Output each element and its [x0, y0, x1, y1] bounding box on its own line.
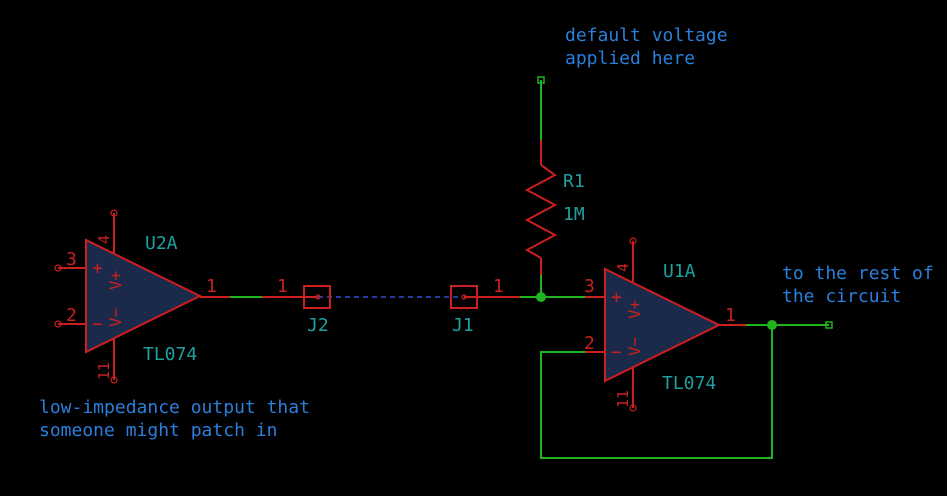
u2a-plus-sign: + [92, 258, 103, 279]
u2a-triangle [85, 238, 203, 354]
output-terminal[interactable] [825, 321, 833, 329]
note-rest-of-circuit-line1: to the rest of [782, 263, 934, 284]
r1-value: 1M [563, 204, 585, 225]
wires [230, 80, 829, 459]
u1a-pin2-number: 2 [584, 333, 595, 354]
opamp-u1a[interactable]: 3 2 1 4 11 + − V+ V− U1A TL074 [584, 237, 746, 412]
j2-pin-number: 1 [277, 276, 288, 297]
u2a-ref: U2A [145, 233, 178, 254]
jack-j1[interactable]: 1 J1 [450, 276, 520, 336]
u2a-pin1-number: 1 [206, 276, 217, 297]
r1-ref: R1 [563, 171, 585, 192]
u1a-pin3-number: 3 [584, 276, 595, 297]
u2a-pin3-end [54, 264, 62, 272]
u1a-ref: U1A [663, 261, 696, 282]
j1-ref: J1 [452, 315, 474, 336]
u2a-pin11-number: 11 [95, 362, 113, 380]
u1a-pin4-number: 4 [614, 263, 632, 272]
u2a-pin4-end [110, 209, 118, 217]
j1-contact-icon [461, 294, 467, 300]
note-low-impedance-line1: low-impedance output that [39, 397, 310, 418]
opamp-u2a[interactable]: 3 2 1 4 11 + − V+ V− U2A TL074 [54, 209, 230, 384]
j2-body [303, 285, 331, 309]
note-low-impedance-line2: someone might patch in [39, 420, 277, 441]
u1a-pin11-end [629, 404, 637, 412]
note-rest-of-circuit-line2: the circuit [782, 286, 901, 307]
u2a-vpos-label: V+ [106, 271, 125, 290]
u1a-pin4-end [629, 237, 637, 245]
u1a-vneg-label: V− [625, 337, 644, 356]
j2-contact-icon [315, 294, 321, 300]
u2a-pin2-number: 2 [66, 305, 77, 326]
note-default-voltage-line2: applied here [565, 48, 695, 69]
u2a-pin3-number: 3 [66, 249, 77, 270]
j1-body [450, 285, 478, 309]
u2a-minus-sign: − [92, 314, 103, 335]
u1a-value: TL074 [662, 373, 716, 394]
junction-node-r1 [536, 292, 546, 302]
u1a-pin1-number: 1 [725, 305, 736, 326]
r1-zigzag [524, 164, 558, 259]
u1a-triangle [604, 267, 722, 383]
u2a-vneg-label: V− [106, 308, 125, 327]
jack-j2[interactable]: 1 J2 [262, 276, 331, 336]
u1a-plus-sign: + [611, 287, 622, 308]
j2-ref: J2 [307, 315, 329, 336]
u1a-vpos-label: V+ [625, 300, 644, 319]
junction-node-output [767, 320, 777, 330]
u2a-pin11-end [110, 376, 118, 384]
wire-feedback-loop [540, 325, 773, 459]
u2a-pin4-number: 4 [95, 235, 113, 244]
u2a-pin2-end [54, 320, 62, 328]
top-terminal[interactable] [537, 76, 545, 84]
resistor-r1[interactable]: R1 1M [524, 140, 585, 275]
u2a-value: TL074 [143, 344, 197, 365]
u1a-pin11-number: 11 [614, 390, 632, 408]
u1a-minus-sign: − [611, 342, 622, 363]
note-default-voltage-line1: default voltage [565, 25, 728, 46]
j1-pin-number: 1 [493, 276, 504, 297]
